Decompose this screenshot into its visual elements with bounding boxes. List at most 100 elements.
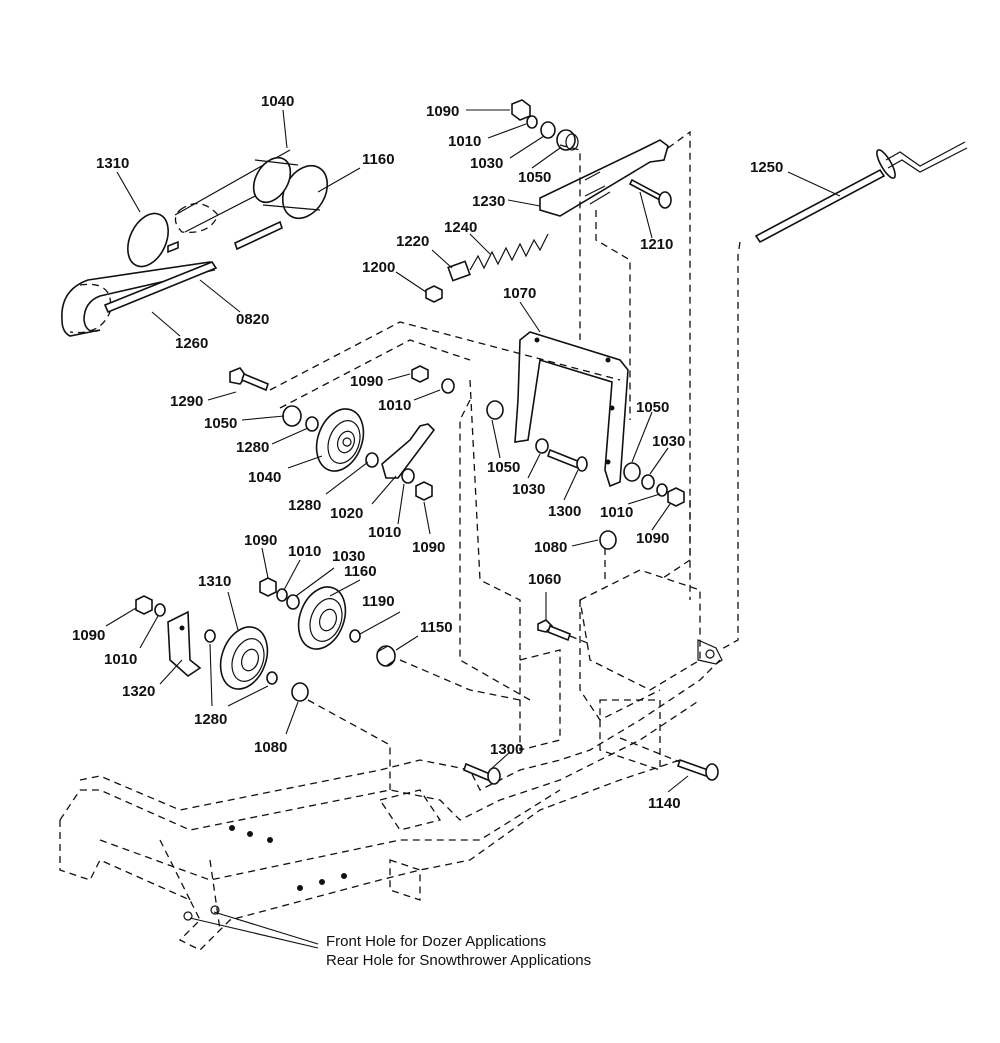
callout-1030-top: 1030: [470, 155, 503, 172]
bolt-1140: [676, 758, 719, 781]
spacer-1080-right: [599, 530, 617, 550]
callout-1010-idler: 1010: [368, 524, 401, 541]
callout-1140: 1140: [648, 795, 681, 812]
callout-labels: 1040 1310 1160 0820 1260 1090 1010 1030 …: [72, 93, 783, 969]
washer-1030-lower: [286, 594, 300, 610]
callout-1030-right: 1030: [652, 433, 685, 450]
washer-1010-idler: [401, 468, 415, 484]
nut-1090-right: [667, 487, 685, 507]
callout-1010-right: 1010: [600, 504, 633, 521]
callout-0820: 0820: [236, 311, 269, 328]
washer-1280-idler: [305, 416, 319, 432]
washer-1190: [349, 629, 361, 643]
pulley-1160: [297, 586, 347, 650]
callout-1190: 1190: [362, 593, 395, 610]
callout-1320: 1320: [122, 683, 155, 700]
nut-1090-top: [511, 99, 531, 121]
nut-1200: [425, 285, 443, 303]
bolt-1060: [537, 619, 571, 642]
callout-1090-lower-b: 1090: [72, 627, 105, 644]
bolt-1210: [628, 178, 672, 209]
callout-1250: 1250: [750, 159, 783, 176]
callout-1010-lower-a: 1010: [288, 543, 321, 560]
assembly-guidelines: [269, 130, 741, 790]
leader-lines: [105, 109, 841, 949]
nut-1090-idler: [415, 481, 433, 501]
callout-1280-idler2: 1280: [288, 497, 321, 514]
note-front-hole: Front Hole for Dozer Applications: [326, 933, 546, 950]
callout-1080-lower: 1080: [254, 739, 287, 756]
arm-1020: [381, 423, 436, 479]
pulley-1310: [219, 626, 269, 690]
callout-1060: 1060: [528, 571, 561, 588]
callout-1010-idler-top: 1010: [378, 397, 411, 414]
callout-1090-idler-top: 1090: [350, 373, 383, 390]
washer-1280-lower-b: [266, 671, 278, 685]
washer-1010-lower-b: [154, 603, 166, 617]
note-rear-hole: Rear Hole for Snowthrower Applications: [326, 952, 591, 969]
callout-1160-lower: 1160: [344, 563, 377, 580]
callout-1010-top: 1010: [448, 133, 481, 150]
guide-bar: [167, 220, 283, 254]
callout-1050-right: 1050: [636, 399, 669, 416]
frame-assembly: [59, 569, 723, 951]
callout-1050-left: 1050: [487, 459, 520, 476]
washer-1280-lower-a: [204, 629, 216, 643]
callout-1050-idler: 1050: [204, 415, 237, 432]
callout-1040-top: 1040: [261, 93, 294, 110]
bushing-1050-top: [556, 129, 579, 151]
callout-1300-lower: 1300: [490, 741, 523, 758]
callout-1020: 1020: [330, 505, 363, 522]
callout-1040-idler: 1040: [248, 469, 281, 486]
callout-1080-right: 1080: [534, 539, 567, 556]
pulley-1160-top: [252, 156, 329, 220]
spring-1240: [469, 233, 549, 271]
washer-1010-idler-top: [441, 378, 455, 394]
bushing-1150: [376, 645, 396, 667]
spacer-1080-lower: [291, 682, 309, 702]
bracket-1230: [539, 139, 669, 217]
washer-1030-top: [540, 121, 556, 139]
callout-1050-top: 1050: [518, 169, 551, 186]
callout-1160-top: 1160: [362, 151, 395, 168]
pulley-1310-top: [127, 212, 169, 268]
pulley-1040: [315, 408, 365, 472]
callout-1310-top: 1310: [96, 155, 129, 172]
callout-1090-lower-a: 1090: [244, 532, 277, 549]
washer-1030-right: [641, 474, 655, 490]
bushing-1050-right: [623, 462, 641, 482]
washer-1280-idler2: [365, 452, 379, 468]
callout-1290: 1290: [170, 393, 203, 410]
bracket-1070: [514, 331, 629, 488]
callout-1280-idler: 1280: [236, 439, 269, 456]
callout-1230: 1230: [472, 193, 505, 210]
callout-1220: 1220: [396, 233, 429, 250]
eyebolt-1220: [447, 260, 471, 282]
callout-1090-idler: 1090: [412, 539, 445, 556]
bolt-1300-mid: [547, 448, 588, 472]
rod-1250: [754, 141, 968, 244]
callout-1150: 1150: [420, 619, 453, 636]
washer-1010-top: [526, 115, 538, 129]
callout-1070: 1070: [503, 285, 536, 302]
callout-1210: 1210: [640, 236, 673, 253]
nut-1090-idler-top: [411, 365, 429, 383]
callout-1310-lower: 1310: [198, 573, 231, 590]
bolt-1300-lower: [463, 762, 501, 785]
callout-1300-mid: 1300: [548, 503, 581, 520]
callout-1280-lower: 1280: [194, 711, 227, 728]
callout-1030-lower: 1030: [332, 548, 365, 565]
callout-1200: 1200: [362, 259, 395, 276]
callout-1030-mid: 1030: [512, 481, 545, 498]
washer-1010-right: [656, 483, 668, 497]
callout-1260: 1260: [175, 335, 208, 352]
washer-1010-lower-a: [276, 588, 288, 602]
belt-guide-0820: [103, 261, 218, 314]
nut-1090-lower-b: [135, 595, 153, 615]
callout-1090-top: 1090: [426, 103, 459, 120]
bushing-1050-left: [486, 400, 504, 420]
callout-1010-lower-b: 1010: [104, 651, 137, 668]
washer-1030-mid: [535, 438, 549, 454]
callout-1090-right: 1090: [636, 530, 669, 547]
